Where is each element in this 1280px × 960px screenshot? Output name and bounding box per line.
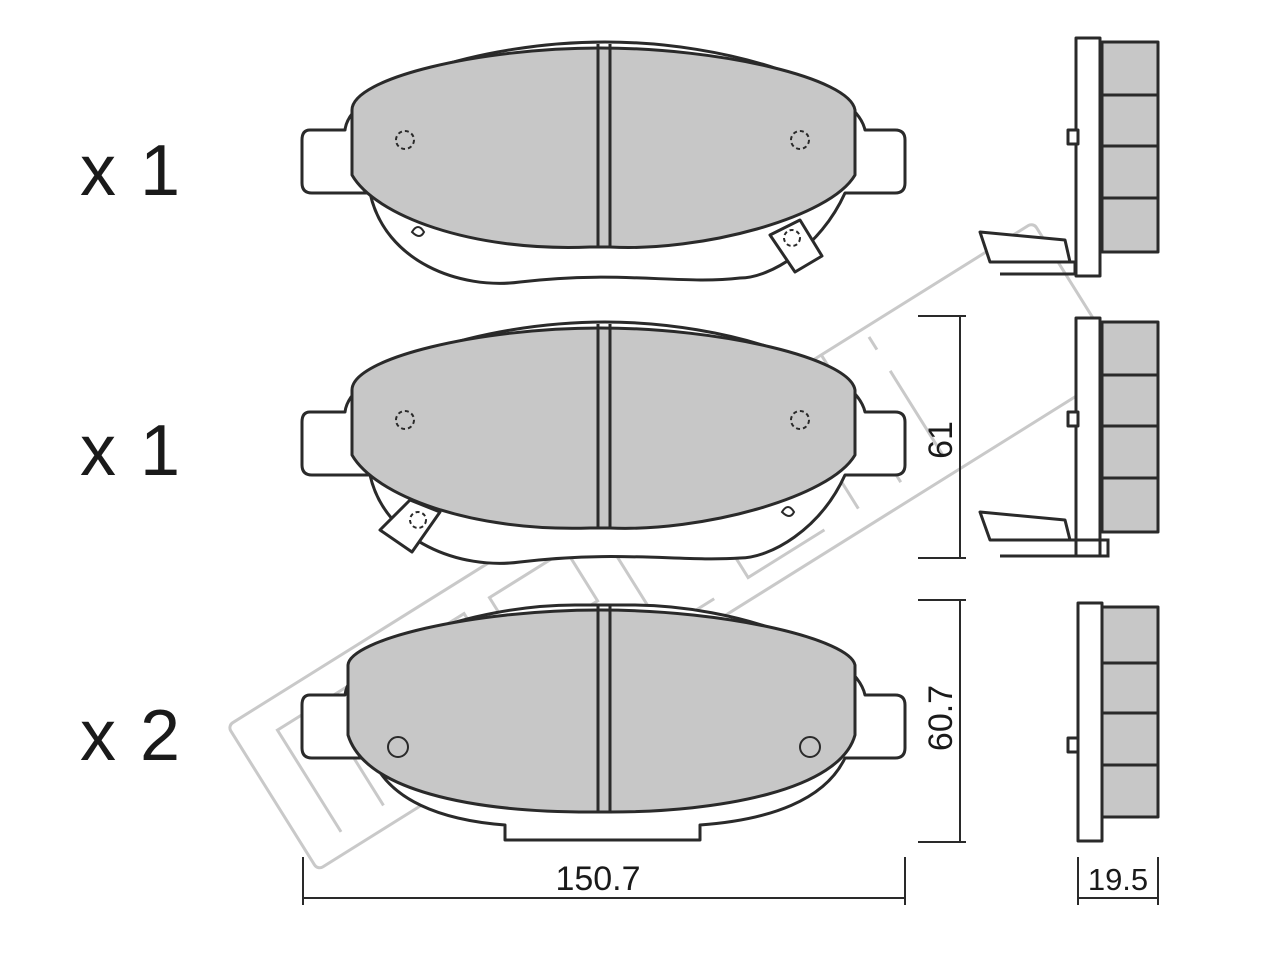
brake-pad-1-side-view bbox=[978, 36, 1160, 278]
dimension-thickness-label: 19.5 bbox=[1088, 862, 1148, 897]
quantity-label-2: x 1 bbox=[80, 411, 183, 491]
quantity-label-3: x 2 bbox=[80, 696, 183, 776]
dimension-height-bottom: 60.7 bbox=[918, 599, 966, 843]
brake-pad-1-front-view bbox=[300, 40, 907, 285]
dimension-height-top: 61 bbox=[918, 315, 966, 559]
dimension-height-bottom-label: 60.7 bbox=[922, 685, 960, 751]
quantity-label-1: x 1 bbox=[80, 131, 183, 211]
brake-pad-2-side-view bbox=[978, 316, 1160, 558]
brake-pad-3-front-view bbox=[300, 603, 907, 842]
brake-pad-2-front-view bbox=[300, 320, 907, 565]
dimension-width-label: 150.7 bbox=[555, 860, 640, 898]
dimension-height-top-label: 61 bbox=[922, 421, 960, 459]
brake-pad-3-side-view bbox=[1066, 601, 1160, 843]
dimension-thickness: 19.5 bbox=[1077, 857, 1159, 905]
dimension-width: 150.7 bbox=[302, 857, 906, 905]
